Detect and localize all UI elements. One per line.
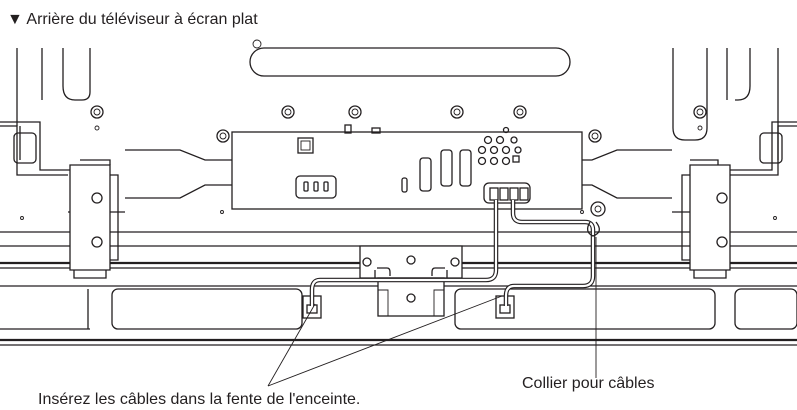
frame-screws bbox=[20, 105, 777, 220]
connector-panel bbox=[231, 124, 583, 210]
right-mount-bracket bbox=[681, 159, 731, 279]
speaker-bracket bbox=[359, 245, 463, 317]
left-mount-bracket bbox=[69, 159, 119, 279]
callout-leaders bbox=[267, 237, 597, 387]
figure-caption: ▼ Arrière du téléviseur à écran plat bbox=[7, 10, 258, 30]
caption-title: Arrière du téléviseur à écran plat bbox=[26, 11, 258, 28]
callout-insert-cables: Insérez les câbles dans la fente de l'en… bbox=[38, 391, 361, 408]
caption-triangle-marker: ▼ bbox=[7, 11, 23, 28]
cable-tie bbox=[586, 201, 606, 237]
speaker-cables bbox=[309, 200, 596, 306]
callout-cable-tie: Collier pour câbles bbox=[522, 375, 655, 392]
